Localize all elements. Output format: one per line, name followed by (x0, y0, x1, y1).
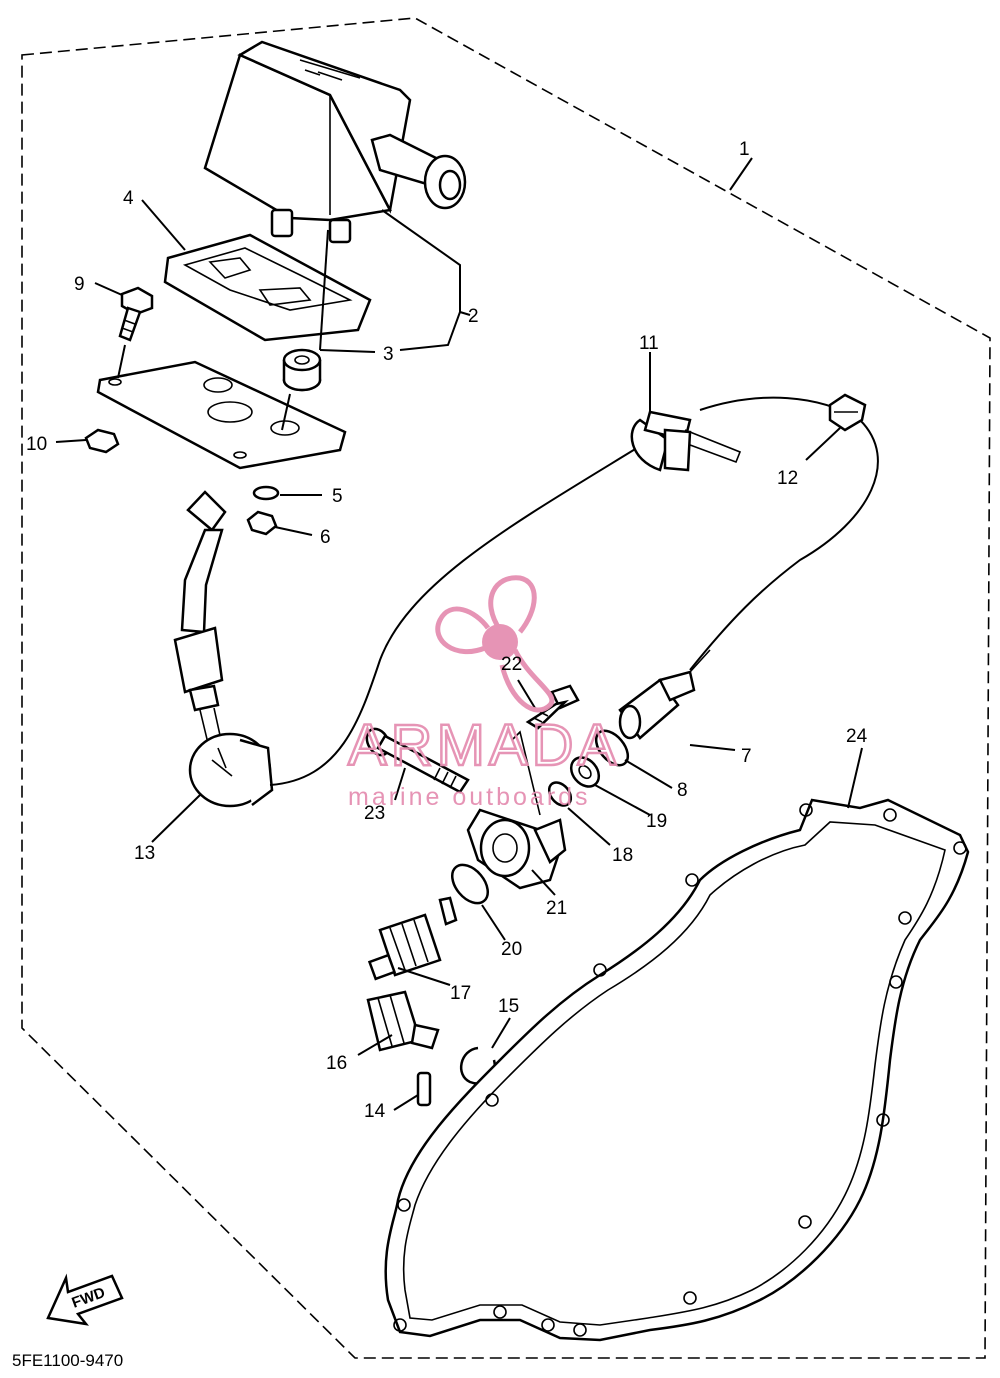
clip-12 (828, 393, 867, 432)
armada-watermark: ARMADA marine outboards (347, 575, 620, 811)
part-label-17: 17 (450, 983, 471, 1004)
washer-5 (252, 485, 280, 501)
part-label-5: 5 (332, 486, 343, 507)
screw-22 (525, 684, 580, 730)
part-label-8: 8 (677, 780, 688, 801)
part-label-15: 15 (498, 996, 519, 1017)
meter-assembly (203, 40, 467, 244)
part-label-23: 23 (364, 803, 385, 824)
speedometer-cable-lower (173, 490, 274, 808)
part-label-6: 6 (320, 527, 331, 548)
speedometer-cable-run (269, 439, 651, 786)
document-code: 5FE1100-9470 (12, 1351, 123, 1370)
part-label-12: 12 (777, 468, 798, 489)
part-label-18: 18 (612, 845, 633, 866)
o-ring-20 (451, 863, 489, 905)
gear-housing-21 (466, 730, 567, 890)
part-label-9: 9 (74, 274, 85, 295)
crankcase-gasket-inner (402, 821, 946, 1326)
propeller-logo-icon (435, 575, 555, 713)
part-label-20: 20 (501, 939, 522, 960)
part-label-21: 21 (546, 898, 567, 919)
watermark-brand: ARMADA (348, 713, 620, 778)
part-label-22: 22 (501, 654, 522, 675)
part-label-14: 14 (364, 1101, 386, 1122)
crankcase-gasket-24 (384, 798, 970, 1342)
pin-14 (416, 1071, 432, 1107)
o-ring-8 (594, 729, 630, 767)
bolt-23 (365, 727, 470, 794)
fwd-arrow-icon: FWD (46, 1273, 124, 1326)
part-label-7: 7 (741, 746, 752, 767)
part-label-1: 1 (739, 139, 750, 160)
washer-18 (547, 781, 573, 807)
driven-gear-16 (366, 990, 440, 1052)
part-label-10: 10 (26, 434, 47, 455)
part-label-19: 19 (646, 811, 667, 832)
drive-gear-17 (367, 896, 458, 981)
part-label-13: 13 (134, 843, 155, 864)
watermark-tagline: marine outboards (348, 783, 591, 811)
part-label-4: 4 (123, 188, 134, 209)
part-label-3: 3 (383, 344, 394, 365)
grommet (282, 348, 322, 392)
part-label-2: 2 (468, 306, 479, 327)
speedometer-cable-run-2 (689, 396, 879, 671)
meter-bracket (163, 233, 372, 342)
bushing-19 (569, 756, 601, 788)
part-number-labels: 1 2 3 4 5 6 7 8 9 10 11 12 13 14 15 16 1… (26, 139, 868, 1122)
leader-lines (55, 157, 863, 1111)
nut-6 (246, 510, 278, 536)
cable-end-7 (618, 649, 711, 740)
part-label-24: 24 (846, 726, 868, 747)
assembly-outline (21, 17, 991, 1359)
part-label-16: 16 (326, 1053, 347, 1074)
part-label-11: 11 (639, 333, 659, 354)
flange-nut-10 (84, 428, 120, 454)
cable-tie-11 (630, 410, 742, 472)
gasket-bolt-holes (393, 803, 967, 1337)
bolt-9 (118, 286, 154, 342)
